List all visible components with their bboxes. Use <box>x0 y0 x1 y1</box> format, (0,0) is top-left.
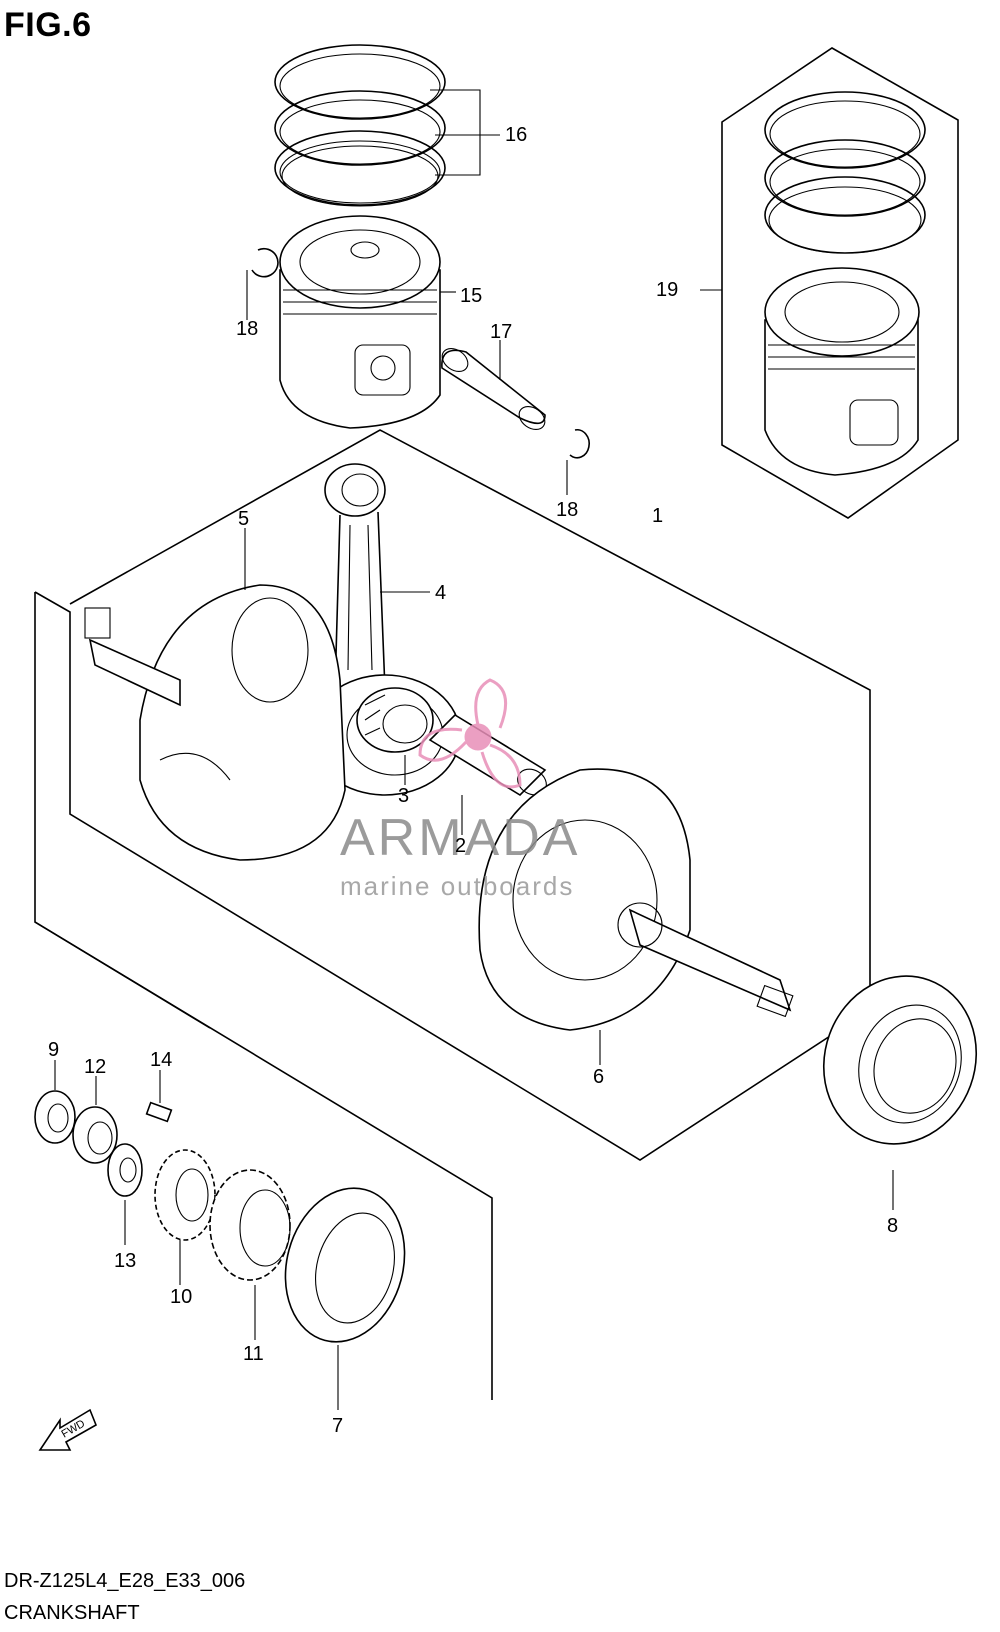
piston[interactable] <box>279 215 441 429</box>
armada-watermark: ARMADA marine outboards <box>340 678 580 901</box>
piston-ring-kit[interactable] <box>764 91 926 476</box>
callout-14: 14 <box>150 1049 172 1071</box>
callout-15: 15 <box>460 285 482 307</box>
propeller-logo-icon <box>418 678 522 789</box>
callout-7: 7 <box>332 1415 343 1437</box>
balancer-drive-gear[interactable] <box>209 1169 291 1281</box>
callout-labels: 1 2 3 4 5 6 7 8 9 10 11 12 13 14 15 16 1… <box>48 124 898 1437</box>
key[interactable] <box>145 1101 173 1123</box>
piston-pin-clip-left[interactable] <box>251 247 279 278</box>
callout-5: 5 <box>238 508 249 530</box>
callout-9: 9 <box>48 1039 59 1061</box>
callout-17: 17 <box>490 321 512 343</box>
callout-6: 6 <box>593 1066 604 1088</box>
crankshaft-assembly-outline <box>34 429 871 1400</box>
bearing-left[interactable] <box>269 1175 421 1356</box>
callout-12: 12 <box>84 1056 106 1078</box>
washer[interactable] <box>107 1143 143 1197</box>
piston-pin-clip-right[interactable] <box>569 428 590 459</box>
callout-18-left: 18 <box>236 318 258 340</box>
needle-bearing[interactable] <box>356 687 434 753</box>
primary-drive-gear[interactable] <box>154 1149 216 1241</box>
piston-pin[interactable] <box>438 344 549 434</box>
callout-2: 2 <box>455 835 466 857</box>
callout-18-right: 18 <box>556 499 578 521</box>
figure-name: CRANKSHAFT <box>4 1602 140 1624</box>
callout-11: 11 <box>243 1343 264 1365</box>
figure-code: DR-Z125L4_E28_E33_006 <box>4 1570 246 1592</box>
crank-web-right[interactable] <box>478 768 794 1031</box>
callout-3: 3 <box>398 785 409 807</box>
forward-direction-arrow: FWD <box>38 1408 98 1451</box>
callout-19: 19 <box>656 279 678 301</box>
watermark-tagline: marine outboards <box>340 871 574 901</box>
piston-rings[interactable] <box>274 44 446 207</box>
crank-web-left[interactable] <box>84 584 346 861</box>
callout-10: 10 <box>170 1286 192 1308</box>
callout-4: 4 <box>435 582 446 604</box>
callout-13: 13 <box>114 1250 136 1272</box>
oil-seal[interactable] <box>34 1090 76 1144</box>
figure-title: FIG.6 <box>4 6 92 44</box>
callout-8: 8 <box>887 1215 898 1237</box>
callout-16: 16 <box>505 124 527 146</box>
spacer[interactable] <box>72 1106 118 1164</box>
watermark-brand: ARMADA <box>340 809 580 867</box>
bearing-right[interactable] <box>800 954 999 1165</box>
callout-1: 1 <box>652 505 663 527</box>
piston-ring-kit-outline <box>721 47 959 519</box>
